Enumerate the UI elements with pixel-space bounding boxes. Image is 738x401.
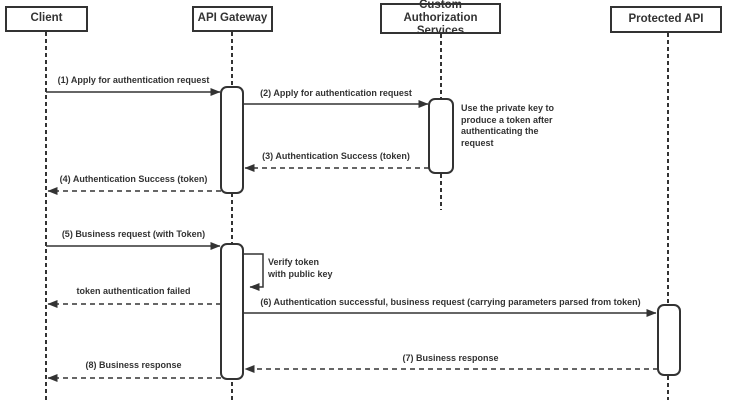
message-label-7: (7) Business response [402, 353, 499, 363]
participant-custom-authorization-services: Custom Authorization Services [380, 0, 501, 37]
activation-custom-authorization [428, 98, 454, 174]
message-label-4: (4) Authentication Success (token) [59, 174, 208, 184]
message-label-token-auth-failed: token authentication failed [76, 286, 191, 296]
message-label-2: (2) Apply for authentication request [260, 88, 412, 98]
activation-api-gateway-business [220, 243, 244, 380]
participant-api-gateway: API Gateway [192, 6, 273, 32]
activation-api-gateway-auth [220, 86, 244, 194]
participant-protected-api: Protected API [610, 6, 722, 33]
participant-client: Client [5, 6, 88, 32]
message-label-5: (5) Business request (with Token) [61, 229, 206, 239]
activation-protected-api [657, 304, 681, 376]
message-label-3: (3) Authentication Success (token) [262, 151, 410, 161]
arrow-self-verify-token [243, 253, 264, 291]
message-label-8: (8) Business response [85, 360, 182, 370]
note-private-key: Use the private key to produce a token a… [461, 103, 555, 148]
message-label-1: (1) Apply for authentication request [57, 75, 210, 85]
message-label-6: (6) Authentication successful, business … [260, 297, 641, 307]
self-call-label-verify-token: Verify token with public key [268, 257, 333, 279]
